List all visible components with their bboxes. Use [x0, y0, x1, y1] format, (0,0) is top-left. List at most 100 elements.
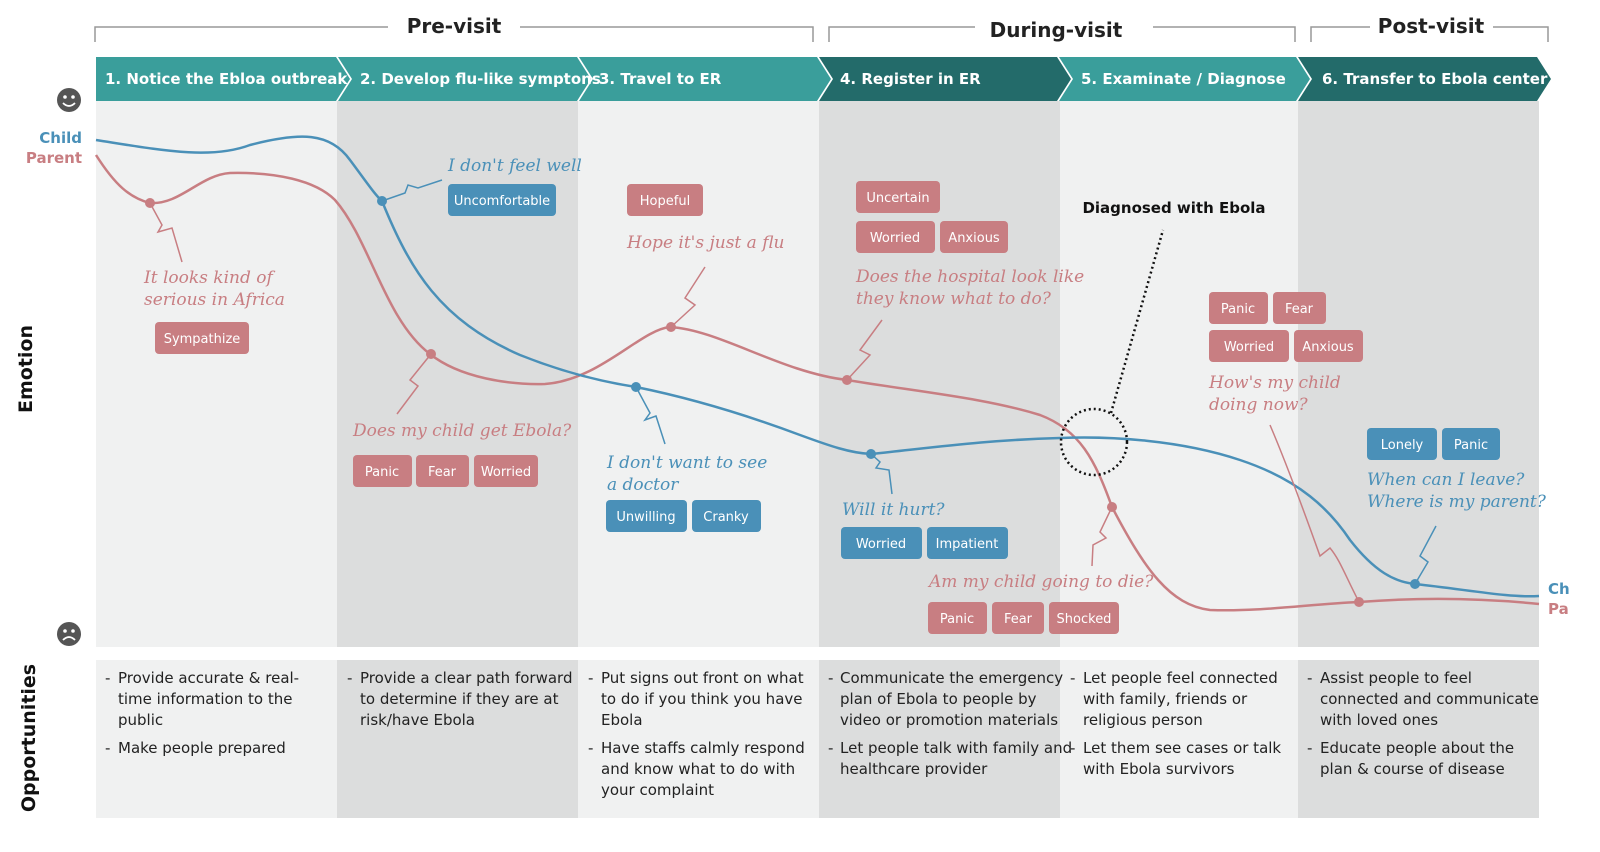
- emotion-tag: Panic: [353, 455, 412, 487]
- quote-going-to-die: Am my child going to die?: [927, 572, 1154, 592]
- opportunity-item: Provide accurate & real- time informatio…: [118, 669, 304, 729]
- svg-text:-: -: [105, 669, 110, 687]
- column-bg-2: [337, 101, 578, 647]
- quote-hospital-know: Does the hospital look like they know wh…: [855, 267, 1090, 309]
- stage-chevron-5: [1059, 57, 1310, 101]
- emotion-tag: Uncomfortable: [448, 184, 556, 216]
- connector-parent-4: [846, 319, 883, 381]
- opportunity-bg-2: [337, 660, 578, 818]
- svg-text:Unwilling: Unwilling: [616, 510, 675, 525]
- svg-text:Worried: Worried: [481, 465, 531, 480]
- connector-parent-5: [1091, 506, 1113, 567]
- phase-title-during-visit: During-visit: [990, 18, 1123, 42]
- svg-text:Worried: Worried: [1224, 340, 1274, 355]
- stage-label-5: 5. Examinate / Diagnose: [1081, 70, 1286, 88]
- column-bg-5: [1060, 101, 1298, 647]
- opportunity-item: Provide a clear path forward to determin…: [360, 669, 577, 729]
- opportunity-item: Make people prepared: [118, 739, 286, 757]
- svg-text:-: -: [828, 669, 833, 687]
- opportunity-item: Let them see cases or talk with Ebola su…: [1083, 739, 1286, 778]
- opportunities-column-5: - Let people feel connected with family,…: [1070, 669, 1286, 778]
- phase-title-post-visit: Post-visit: [1378, 14, 1485, 38]
- connector-parent-6: [1269, 424, 1360, 603]
- svg-text:-: -: [105, 739, 110, 757]
- emotion-tag: Worried: [856, 221, 935, 253]
- opportunity-item: Let people talk with family and healthca…: [840, 739, 1077, 778]
- opportunity-bg-5: [1060, 660, 1298, 818]
- opportunities-column-1: - Provide accurate & real- time informat…: [105, 669, 304, 757]
- emotion-tag: Unwilling: [606, 500, 687, 532]
- column-bg-6: [1298, 101, 1539, 647]
- opportunities-column-3: - Put signs out front on what to do if y…: [588, 669, 810, 799]
- stage-chevron-4: [819, 57, 1071, 101]
- stage-label-3: 3. Travel to ER: [599, 70, 722, 88]
- opportunities-label: Opportunities: [18, 664, 40, 812]
- svg-text:Worried: Worried: [856, 537, 906, 552]
- svg-text:Anxious: Anxious: [948, 231, 1000, 246]
- connector-child-2: [635, 386, 666, 445]
- opportunity-bg-6: [1298, 660, 1539, 818]
- svg-text:-: -: [1307, 669, 1312, 687]
- svg-text:Fear: Fear: [428, 465, 457, 480]
- svg-text:Panic: Panic: [1454, 438, 1488, 453]
- svg-text:Panic: Panic: [940, 612, 974, 627]
- emotion-tag: Worried: [474, 455, 538, 487]
- svg-text:Impatient: Impatient: [936, 537, 999, 552]
- opportunity-item: Communicate the emergency plan of Ebola …: [840, 669, 1068, 729]
- emotion-tag: Lonely: [1367, 428, 1437, 460]
- quote-serious-in-africa: It looks kind of serious in Africa: [143, 268, 285, 310]
- opportunity-item: Educate people about the plan & course o…: [1320, 739, 1519, 778]
- opportunity-item: Have staffs calmly respond and know what…: [601, 739, 810, 799]
- opportunity-bg-1: [96, 660, 337, 818]
- svg-text:Uncertain: Uncertain: [866, 191, 929, 206]
- stage-chevron-6: [1298, 57, 1551, 101]
- quote-child-get-ebola: Does my child get Ebola?: [352, 421, 572, 441]
- opportunities-column-6: - Assist people to feel connected and co…: [1307, 669, 1539, 778]
- diagnosis-marker: [1059, 407, 1129, 477]
- opportunity-item: Let people feel connected with family, f…: [1083, 669, 1283, 729]
- opportunity-item: Put signs out front on what to do if you…: [601, 669, 808, 729]
- quote-when-leave: When can I leave? Where is my parent?: [1367, 470, 1547, 512]
- quote-child-doing-now: How's my child doing now?: [1208, 373, 1346, 415]
- svg-text:Shocked: Shocked: [1057, 612, 1112, 627]
- column-bg-1: [96, 101, 337, 647]
- emotion-tag: Anxious: [940, 221, 1008, 253]
- svg-text:-: -: [588, 669, 593, 687]
- quote-just-a-flu: Hope it's just a flu: [626, 233, 784, 253]
- emotion-tag: Sympathize: [155, 322, 249, 354]
- phase-title-pre-visit: Pre-visit: [407, 14, 502, 38]
- emotion-tag: Panic: [928, 602, 987, 634]
- opportunities-column-4: - Communicate the emergency plan of Ebol…: [828, 669, 1077, 778]
- svg-text:-: -: [588, 739, 593, 757]
- connector-parent-1: [149, 202, 183, 263]
- opportunities-column-2: - Provide a clear path forward to determ…: [347, 669, 577, 729]
- emotion-tag: Worried: [1209, 330, 1289, 362]
- stage-label-6: 6. Transfer to Ebola center: [1322, 70, 1548, 88]
- quote-dont-feel-well: I don't feel well: [447, 156, 582, 176]
- emotion-tag: Shocked: [1049, 602, 1119, 634]
- opportunity-bg-3: [578, 660, 819, 818]
- column-bg-3: [578, 101, 819, 647]
- quote-will-it-hurt: Will it hurt?: [842, 500, 945, 520]
- svg-text:-: -: [1070, 669, 1075, 687]
- quote-dont-want-doctor: I don't want to see a doctor: [606, 453, 773, 495]
- emotion-tag: Cranky: [692, 500, 761, 532]
- emotion-tag: Impatient: [927, 527, 1008, 559]
- connector-parent-3: [670, 266, 706, 328]
- phase-bracket-pre-visit: [94, 26, 814, 42]
- sad-face-icon: [57, 622, 81, 646]
- diagnosis-pointer: [1109, 229, 1165, 414]
- svg-text:Panic: Panic: [1221, 302, 1255, 317]
- child-emotion-curve: [95, 135, 1540, 598]
- emotion-tag: Uncertain: [856, 181, 940, 213]
- svg-text:Fear: Fear: [1285, 302, 1314, 317]
- emotion-tag: Fear: [1273, 292, 1326, 324]
- stage-label-1: 1. Notice the Ebloa outbreak: [105, 70, 348, 88]
- column-bg-4: [819, 101, 1060, 647]
- emotion-label: Emotion: [15, 325, 37, 413]
- diagnosis-label: Diagnosed with Ebola: [1082, 199, 1265, 217]
- connector-child-1: [381, 179, 443, 202]
- svg-text:Uncomfortable: Uncomfortable: [454, 194, 550, 209]
- emotion-tag: Hopeful: [627, 184, 703, 216]
- svg-text:-: -: [1070, 739, 1075, 757]
